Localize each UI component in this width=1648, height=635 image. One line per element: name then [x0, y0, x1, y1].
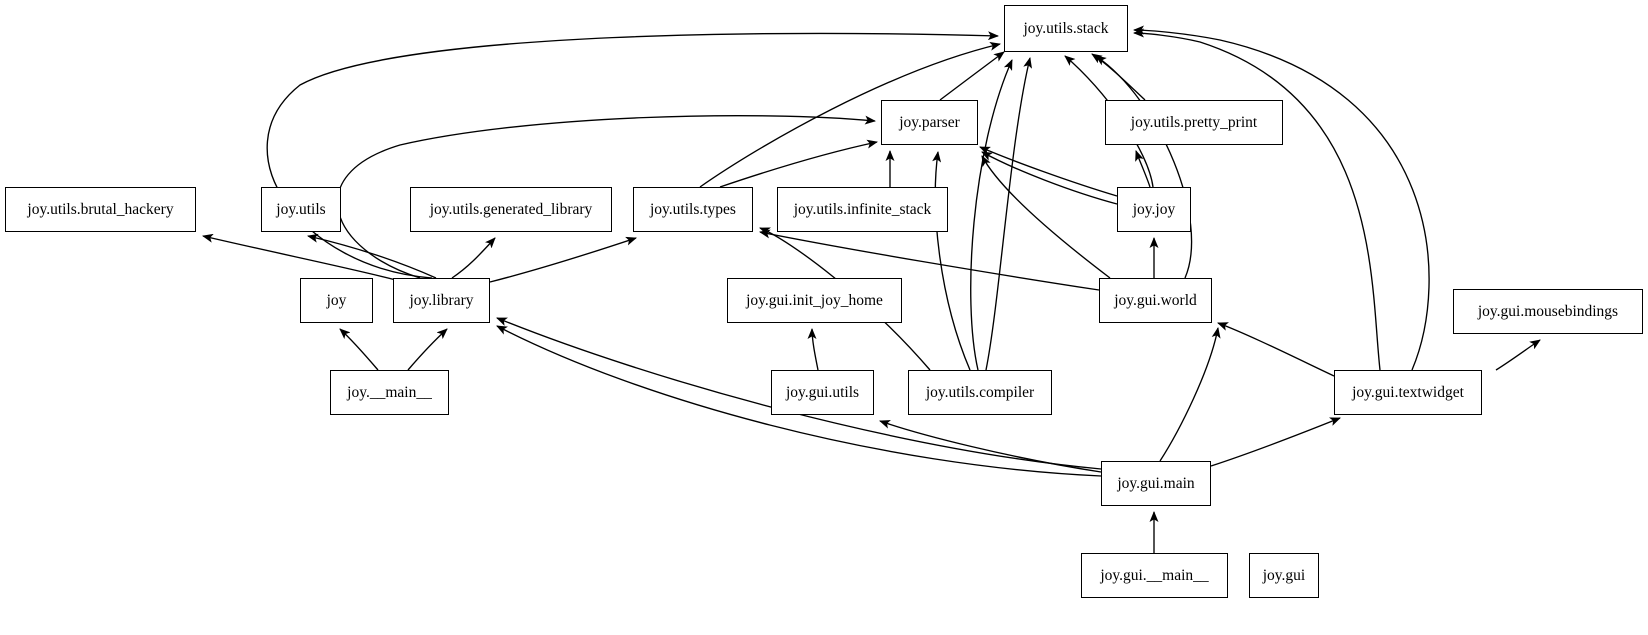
edge-joy.utils.compiler-to-joy.parser — [932, 151, 971, 371]
node-joy-utils-infinite-stack[interactable]: joy.utils.infinite_stack — [777, 187, 948, 232]
edge-joy.gui.world-to-joy.utils.stack — [1095, 55, 1193, 279]
edge-joy.gui.textwidget-to-joy.utils.stack-2 — [1133, 25, 1430, 371]
node-joy-gui[interactable]: joy.gui — [1249, 553, 1319, 598]
node-label: joy.gui.main — [1117, 474, 1195, 492]
edge-joy.utils.types-to-joy.utils.stack — [699, 41, 1001, 188]
edge-joy.gui.textwidget-to-joy.gui.world — [1217, 322, 1335, 377]
node-joy-utils-stack[interactable]: joy.utils.stack — [1004, 5, 1128, 52]
edge-joy.joy-to-joy.parser — [979, 146, 1118, 197]
node-joy-utils-brutal-hackery[interactable]: joy.utils.brutal_hackery — [5, 187, 196, 232]
node-joy-gui-textwidget[interactable]: joy.gui.textwidget — [1334, 370, 1482, 415]
node-label: joy.gui.textwidget — [1352, 383, 1464, 401]
node-joy-joy[interactable]: joy.joy — [1117, 187, 1191, 232]
edge-joy.gui.main-to-joy.gui.textwidget — [1210, 417, 1341, 467]
node-label: joy.utils.generated_library — [429, 200, 593, 218]
node-label: joy.utils.pretty_print — [1130, 113, 1258, 131]
node-label: joy.__main__ — [347, 383, 432, 401]
node-joy-gui-mousebindings[interactable]: joy.gui.mousebindings — [1453, 289, 1643, 334]
edge-joy.__main__-to-joy.library — [407, 328, 448, 371]
node-joy-gui-world[interactable]: joy.gui.world — [1099, 278, 1212, 323]
edge-joy.library-to-joy.utils.types — [489, 236, 637, 283]
edge-joy.utils.types-to-joy.parser — [719, 139, 878, 188]
edge-joy.joy-to-joy.utils.pretty_print — [1135, 150, 1151, 188]
edge-joy.gui.utils-to-joy.gui.init_joy_home — [807, 328, 819, 371]
edge-joy.library-to-joy.utils.generated_library — [451, 237, 496, 279]
node-label: joy.library — [409, 291, 474, 309]
node-label: joy.gui.world — [1114, 291, 1197, 309]
node-label: joy.gui.__main__ — [1100, 566, 1209, 584]
edge-joy.parser-to-joy.utils.stack — [939, 51, 1005, 101]
node-joy-gui-utils[interactable]: joy.gui.utils — [771, 370, 874, 415]
node-joy-library[interactable]: joy.library — [393, 278, 490, 323]
edge-joy.library-to-joy.utils — [307, 233, 437, 279]
edge-joy.library-to-joy.parser — [337, 114, 876, 279]
edge-joy.gui.main-to-joy.gui.world — [1159, 327, 1221, 462]
node-joy-main-module[interactable]: joy.__main__ — [330, 370, 449, 415]
edge-joy.gui.world-to-joy.parser — [981, 155, 1111, 279]
node-label: joy.gui.mousebindings — [1477, 302, 1619, 320]
node-label: joy — [326, 291, 347, 309]
node-label: joy.utils.types — [650, 200, 736, 218]
edge-joy.joy-to-joy.parser-2 — [981, 151, 1118, 205]
node-joy[interactable]: joy — [300, 278, 373, 323]
node-joy-gui-main-module[interactable]: joy.gui.__main__ — [1081, 553, 1228, 598]
node-joy-gui-init-joy-home[interactable]: joy.gui.init_joy_home — [727, 278, 902, 323]
edge-joy.utils.compiler-to-joy.utils.stack — [970, 59, 1013, 371]
edge-joy.gui.world-to-joy.utils.types — [759, 229, 1100, 291]
node-joy-utils[interactable]: joy.utils — [261, 187, 341, 232]
edge-joy.__main__-to-joy — [339, 328, 379, 371]
node-joy-gui-main[interactable]: joy.gui.main — [1101, 461, 1211, 506]
node-label: joy.gui.init_joy_home — [746, 291, 883, 309]
node-label: joy.joy — [1132, 200, 1176, 218]
edge-joy.gui.textwidget-to-joy.utils.stack — [1133, 28, 1381, 371]
edge-joy.gui.main-to-joy.library-2 — [496, 325, 1102, 477]
edge-joy.utils.pretty_print-to-joy.utils.stack — [1091, 53, 1146, 101]
node-label: joy.gui.utils — [785, 383, 860, 401]
edge-joy.library-to-joy.utils.stack — [266, 31, 999, 279]
node-label: joy.utils — [276, 200, 326, 218]
node-label: joy.utils.brutal_hackery — [27, 200, 174, 218]
edge-joy.library-to-joy.utils.brutal_hackery — [202, 233, 401, 282]
node-joy-utils-generated-library[interactable]: joy.utils.generated_library — [410, 187, 612, 232]
node-joy-utils-types[interactable]: joy.utils.types — [633, 187, 753, 232]
node-label: joy.utils.compiler — [925, 383, 1035, 401]
node-label: joy.parser — [899, 113, 960, 131]
node-joy-parser[interactable]: joy.parser — [881, 100, 978, 145]
node-label: joy.utils.stack — [1023, 19, 1109, 37]
edge-joy.gui.main-to-joy.gui.utils — [879, 420, 1102, 473]
node-joy-utils-compiler[interactable]: joy.utils.compiler — [908, 370, 1052, 415]
node-label: joy.utils.infinite_stack — [793, 200, 932, 218]
edge-joy.utils.compiler-to-joy.utils.stack-2 — [985, 57, 1033, 371]
edge-joy.gui.textwidget-to-joy.gui.mousebindings — [1495, 339, 1541, 371]
node-joy-utils-pretty-print[interactable]: joy.utils.pretty_print — [1105, 100, 1283, 145]
node-label: joy.gui — [1262, 566, 1306, 584]
